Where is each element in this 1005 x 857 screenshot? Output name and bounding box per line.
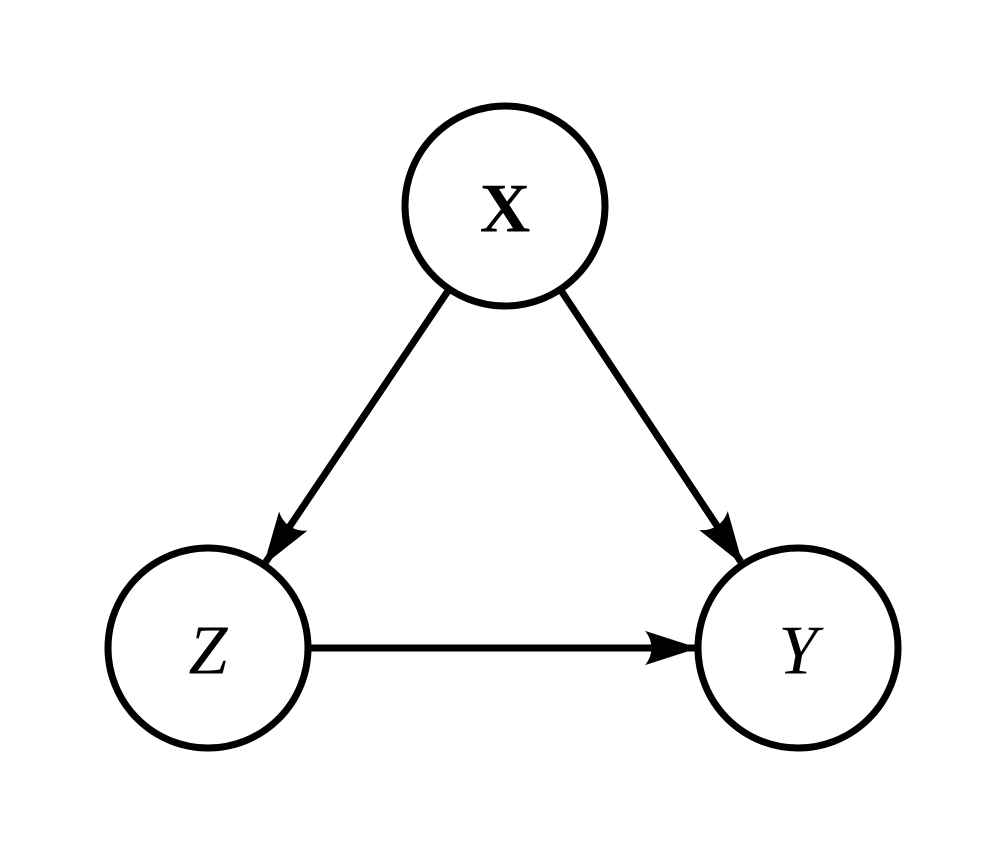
node-x-circle xyxy=(401,102,609,310)
edge-x-y-arrow xyxy=(557,287,744,565)
node-x-label: X xyxy=(480,171,531,248)
edge-x-z-arrow xyxy=(262,287,453,566)
node-z-label: Z xyxy=(189,613,229,690)
node-y-label: Y xyxy=(779,613,825,690)
